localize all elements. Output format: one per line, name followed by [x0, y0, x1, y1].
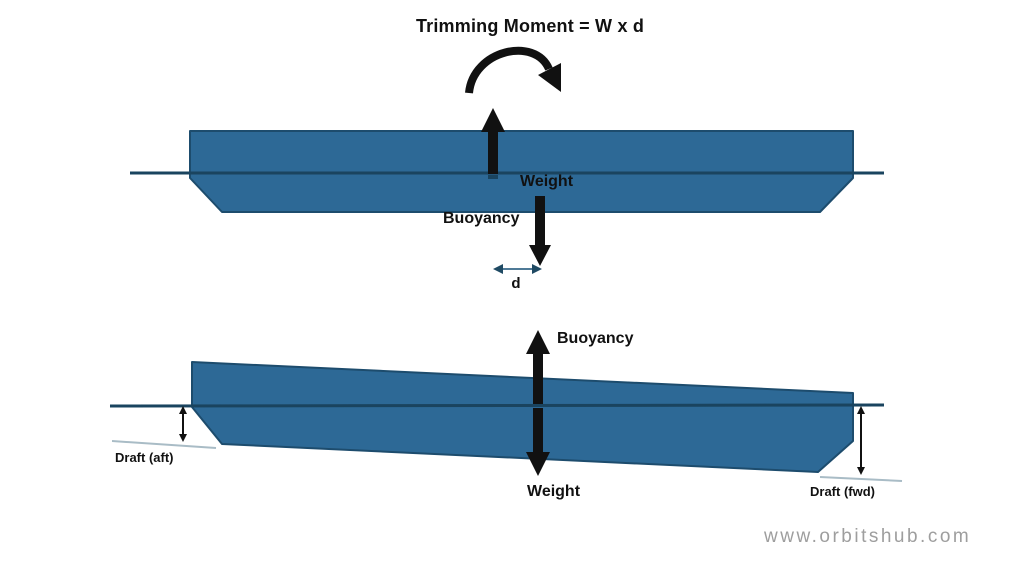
- d-dimension-left-arrowhead: [493, 264, 503, 274]
- lower-buoyancy-arrow: [526, 330, 550, 404]
- upper-buoyancy-label: Buoyancy: [443, 210, 520, 227]
- moment-arc-arrow: [465, 46, 553, 94]
- draft-aft-top-arrowhead: [179, 406, 187, 414]
- site-watermark: www.orbitshub.com: [764, 526, 972, 547]
- fwd-keel-baseline: [819, 476, 903, 482]
- distance-d-label: d: [511, 275, 521, 292]
- draft-fwd-top-arrowhead: [857, 406, 865, 414]
- upper-weight-label: Weight: [520, 173, 574, 190]
- lower-weight-label: Weight: [527, 483, 581, 500]
- upper-buoyancy-arrow-base: [488, 175, 498, 179]
- aft-keel-baseline: [111, 440, 217, 449]
- upper-weight-arrow: [529, 196, 551, 266]
- lower-weight-arrow: [526, 408, 550, 476]
- moment-arc-arrowhead: [538, 63, 561, 92]
- d-dimension-right-arrowhead: [532, 264, 542, 274]
- upper-buoyancy-arrow: [481, 108, 505, 174]
- draft-aft-label: Draft (aft): [115, 450, 174, 465]
- draft-aft-bottom-arrowhead: [179, 434, 187, 442]
- lower-waterline: [109, 403, 885, 408]
- draft-fwd-label: Draft (fwd): [810, 484, 875, 499]
- diagram-title: Trimming Moment = W x d: [415, 16, 645, 36]
- lower-hull: [191, 361, 854, 473]
- lower-buoyancy-label: Buoyancy: [557, 330, 634, 347]
- draft-fwd-bottom-arrowhead: [857, 467, 865, 475]
